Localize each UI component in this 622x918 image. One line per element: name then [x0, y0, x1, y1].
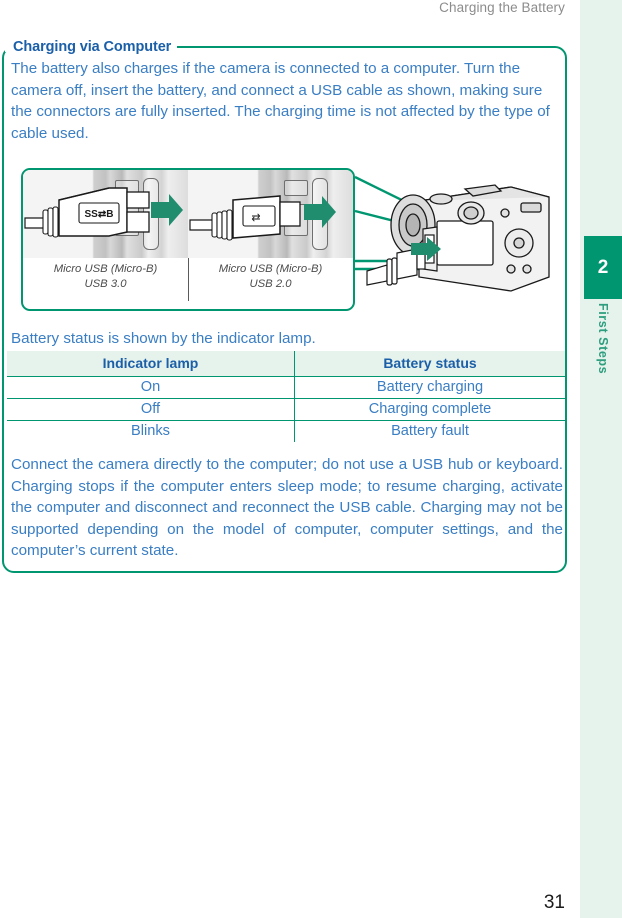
usb30-caption-line2: USB 3.0	[84, 278, 127, 290]
table-header-row: Indicator lamp Battery status	[7, 351, 565, 377]
chapter-label: First Steps	[584, 303, 622, 423]
camera-illustration	[361, 165, 561, 315]
usb20-caption-line2: USB 2.0	[249, 278, 292, 290]
cell-lamp-off: Off	[7, 398, 295, 421]
usb30-connector-drawing: SS⇄B	[24, 187, 183, 238]
table-row: Blinks Battery fault	[7, 420, 565, 442]
svg-text:SS⇄B: SS⇄B	[85, 209, 114, 220]
connector-panels-frame: SS⇄B Micro USB (Micro-B) USB 3.0	[21, 168, 355, 311]
usb30-panel: SS⇄B Micro USB (Micro-B) USB 3.0	[23, 170, 188, 309]
note-intro-paragraph: The battery also charges if the camera i…	[11, 58, 563, 144]
table-row: Off Charging complete	[7, 398, 565, 421]
chapter-rail: 2 First Steps	[580, 0, 622, 918]
page-number: 31	[543, 892, 565, 913]
running-head: Charging the Battery	[439, 0, 565, 15]
usb20-caption-line1: Micro USB (Micro-B)	[218, 263, 323, 275]
chapter-label-text: First Steps	[596, 303, 610, 375]
table-lead-line: Battery status is shown by the indicator…	[11, 330, 316, 347]
note-box	[2, 46, 567, 573]
note-title: Charging via Computer	[8, 39, 178, 55]
table-row: On Battery charging	[7, 376, 565, 399]
camera-drawing	[366, 184, 550, 292]
usb30-port-photo: SS⇄B	[23, 170, 188, 258]
cell-status-complete: Charging complete	[294, 398, 565, 421]
closing-paragraph: Connect the camera directly to the compu…	[11, 454, 563, 562]
battery-status-table: Indicator lamp Battery status On Battery…	[7, 351, 565, 442]
cell-status-charging: Battery charging	[294, 376, 565, 399]
svg-text:⇄: ⇄	[251, 212, 260, 224]
charging-illustration: SS⇄B Micro USB (Micro-B) USB 3.0	[11, 165, 561, 315]
cell-status-fault: Battery fault	[294, 420, 565, 442]
header-battery-status: Battery status	[294, 351, 565, 377]
usb20-connector-drawing: ⇄	[189, 195, 336, 241]
closing-text: Connect the camera directly to the compu…	[11, 456, 563, 559]
cell-lamp-on: On	[7, 376, 295, 399]
cell-lamp-blinks: Blinks	[131, 423, 170, 439]
note-intro-text: The battery also charges if the camera i…	[11, 60, 550, 142]
chapter-number-tab: 2	[584, 236, 622, 299]
usb20-port-photo: ⇄	[188, 170, 353, 258]
header-indicator-lamp: Indicator lamp	[7, 351, 295, 377]
usb20-panel: ⇄ Micro USB (Micro-B) USB 2.0	[188, 170, 353, 309]
usb30-caption-line1: Micro USB (Micro-B)	[53, 263, 158, 275]
